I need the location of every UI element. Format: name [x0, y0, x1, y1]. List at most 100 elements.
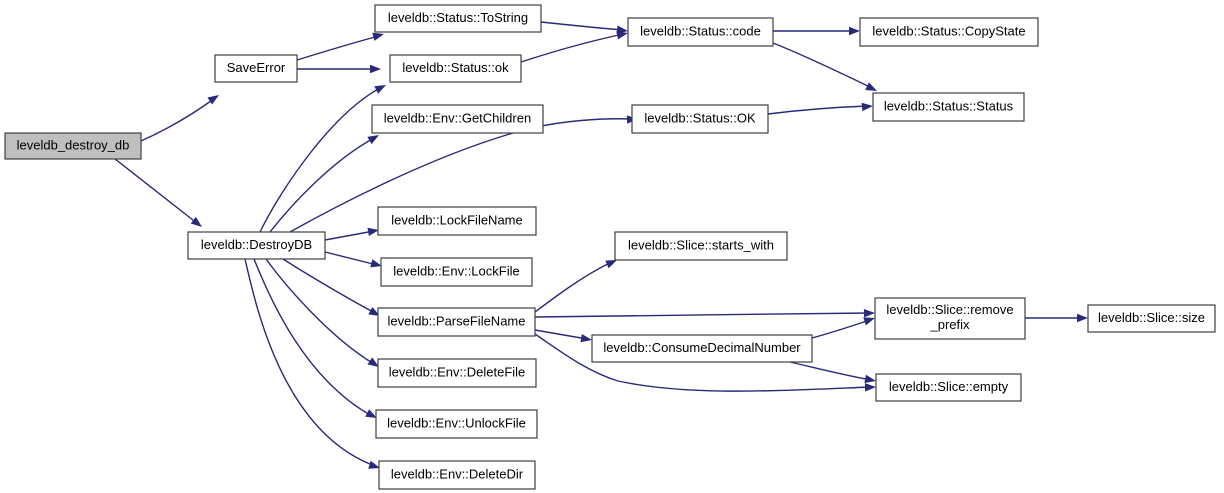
arrowhead-icon	[864, 374, 876, 384]
edge-line	[289, 118, 634, 233]
node-box[interactable]	[859, 17, 1039, 47]
edge-leveldb_destroy_db-to-SaveError	[140, 95, 219, 142]
arrowhead-icon	[368, 460, 380, 469]
node-box[interactable]	[377, 358, 537, 388]
node-Status_code[interactable]: leveldb::Status::code	[627, 17, 774, 47]
arrowhead-icon	[367, 135, 379, 145]
arrowhead-icon	[863, 308, 875, 318]
edge-DestroyDB-to-Status_ok	[259, 85, 386, 233]
arrowhead-icon	[605, 260, 617, 269]
edge-line	[534, 333, 872, 392]
node-box[interactable]	[874, 297, 1026, 340]
node-box[interactable]	[371, 104, 544, 134]
edge-DestroyDB-to-GetChildren	[269, 135, 379, 233]
node-Env_LockFile[interactable]: leveldb::Env::LockFile	[380, 257, 533, 287]
edge-line	[534, 261, 613, 313]
node-box[interactable]	[389, 54, 522, 83]
edge-line	[324, 230, 375, 241]
edge-line	[324, 251, 378, 266]
edge-Status_code-to-CopyState	[773, 26, 860, 36]
node-box[interactable]	[375, 409, 538, 439]
node-box[interactable]	[631, 104, 769, 134]
arrowhead-icon	[365, 409, 377, 418]
edge-line	[534, 312, 871, 318]
node-Env_DeleteFile[interactable]: leveldb::Env::DeleteFile	[377, 358, 537, 388]
arrowhead-icon	[207, 95, 219, 105]
edge-line	[789, 361, 872, 381]
edge-ConsumeDecimalNumber-to-Slice_empty	[789, 361, 876, 384]
arrowhead-icon	[861, 102, 873, 112]
node-GetChildren[interactable]: leveldb::Env::GetChildren	[371, 104, 544, 134]
arrowhead-icon	[370, 64, 381, 74]
node-layer: leveldb_destroy_db SaveErrorleveldb::Dest…	[4, 4, 1216, 490]
node-Status_Status[interactable]: leveldb::Status::Status	[872, 92, 1025, 122]
node-box[interactable]	[374, 4, 542, 33]
edge-DestroyDB-to-Env_DeleteDir	[244, 258, 380, 469]
node-ConsumeDecimalNumber[interactable]: leveldb::ConsumeDecimalNumber	[591, 334, 813, 363]
edge-Status_code-to-Status_Status	[772, 42, 877, 91]
arrowhead-icon	[372, 32, 384, 41]
edge-ParseFileName-to-starts_with	[534, 260, 617, 313]
node-box[interactable]	[872, 92, 1025, 122]
arrowhead-icon	[370, 259, 382, 268]
arrowhead-icon	[580, 333, 592, 343]
node-box[interactable]	[377, 307, 536, 337]
node-ToString[interactable]: leveldb::Status::ToString	[374, 4, 542, 33]
edge-DestroyDB-to-Env_LockFile	[324, 251, 382, 268]
edge-line	[767, 105, 869, 115]
node-SaveError[interactable]: SaveError	[214, 54, 298, 83]
node-box[interactable]	[591, 334, 813, 363]
edge-layer	[114, 21, 1088, 469]
arrowhead-icon	[367, 357, 379, 367]
edge-ParseFileName-to-ConsumeDecimalNumber	[534, 329, 592, 343]
edge-SaveError-to-Status_ok	[297, 64, 381, 74]
node-box[interactable]	[380, 257, 533, 287]
edge-ToString-to-Status_code	[540, 21, 628, 34]
edge-line	[772, 42, 873, 89]
arrowhead-icon	[368, 306, 380, 316]
node-box[interactable]	[378, 460, 536, 490]
edge-ConsumeDecimalNumber-to-remove_prefix	[811, 317, 875, 339]
node-leveldb_destroy_db[interactable]: leveldb_destroy_db	[4, 132, 142, 160]
node-box[interactable]	[627, 17, 774, 47]
edge-line	[811, 319, 871, 339]
edge-ParseFileName-to-remove_prefix	[534, 308, 875, 318]
edge-line	[259, 86, 383, 233]
edge-line	[296, 35, 380, 61]
node-box[interactable]	[1087, 304, 1216, 333]
node-CopyState[interactable]: leveldb::Status::CopyState	[859, 17, 1039, 47]
edge-ParseFileName-to-Slice_empty	[534, 333, 876, 392]
edge-line	[520, 33, 624, 63]
edge-Status_OK-to-Status_Status	[767, 102, 873, 115]
node-Slice_size[interactable]: leveldb::Slice::size	[1087, 304, 1216, 333]
node-box[interactable]	[875, 373, 1022, 402]
node-Env_UnlockFile[interactable]: leveldb::Env::UnlockFile	[375, 409, 538, 439]
edge-line	[265, 258, 375, 365]
node-ParseFileName[interactable]: leveldb::ParseFileName	[377, 307, 536, 337]
node-box[interactable]	[377, 206, 537, 236]
edge-line	[114, 158, 199, 225]
node-DestroyDB[interactable]: leveldb::DestroyDB	[187, 231, 326, 260]
edge-DestroyDB-to-Env_UnlockFile	[253, 258, 377, 418]
arrowhead-icon	[367, 227, 379, 237]
node-Env_DeleteDir[interactable]: leveldb::Env::DeleteDir	[378, 460, 536, 490]
edge-SaveError-to-ToString	[296, 32, 384, 61]
node-box[interactable]	[4, 132, 142, 160]
arrowhead-icon	[190, 216, 202, 227]
node-LockFileName[interactable]: leveldb::LockFileName	[377, 206, 537, 236]
edge-DestroyDB-to-Env_DeleteFile	[265, 258, 379, 367]
node-Status_OK[interactable]: leveldb::Status::OK	[631, 104, 769, 134]
node-Slice_empty[interactable]: leveldb::Slice::empty	[875, 373, 1022, 402]
node-Status_ok[interactable]: leveldb::Status::ok	[389, 54, 522, 83]
edge-line	[534, 329, 588, 340]
edge-line	[140, 97, 216, 142]
node-box[interactable]	[214, 54, 298, 83]
arrowhead-icon	[865, 82, 877, 91]
node-box[interactable]	[187, 231, 326, 260]
edge-line	[540, 21, 624, 31]
node-box[interactable]	[614, 231, 788, 261]
node-remove_prefix[interactable]: leveldb::Slice::remove_prefix	[874, 297, 1026, 340]
node-starts_with[interactable]: leveldb::Slice::starts_with	[614, 231, 788, 261]
